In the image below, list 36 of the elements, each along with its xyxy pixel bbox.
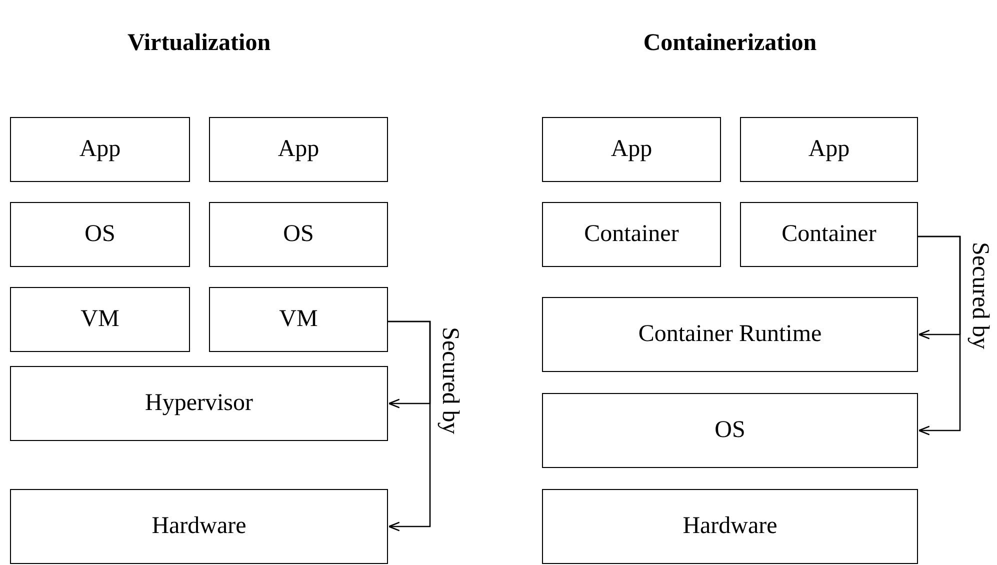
- layer-box: [542, 297, 918, 372]
- layer-box: [542, 393, 918, 468]
- layer-box: [10, 117, 190, 182]
- layer-label: Container: [584, 221, 679, 248]
- layer-box: [740, 117, 918, 182]
- edge-label: Secured by: [966, 242, 993, 349]
- layer-label: VM: [80, 306, 120, 333]
- layer-label: OS: [714, 417, 746, 444]
- layer-box: [740, 202, 918, 267]
- layer-box: [209, 202, 388, 267]
- layer-box: [10, 287, 190, 352]
- layer-label: App: [278, 136, 320, 163]
- layer-label: App: [79, 136, 121, 163]
- arrow: [388, 320, 431, 532]
- layer-box: [542, 202, 721, 267]
- layer-box: [209, 287, 388, 352]
- layer-label: VM: [279, 306, 318, 333]
- edge-label: Secured by: [436, 326, 463, 434]
- layer-box: [10, 202, 190, 267]
- layer-box: [542, 117, 721, 182]
- layer-box: [10, 366, 388, 441]
- layer-label: OS: [84, 221, 116, 248]
- arrow: [918, 236, 961, 436]
- layer-box: [542, 489, 918, 564]
- layer-label: Hypervisor: [145, 390, 253, 417]
- layer-label: Hardware: [152, 513, 246, 540]
- layer-label: OS: [283, 221, 314, 248]
- column-heading: Containerization: [643, 30, 817, 57]
- layer-label: App: [808, 136, 850, 163]
- layer-label: Container Runtime: [638, 321, 822, 348]
- column-heading: Virtualization: [127, 30, 271, 57]
- layer-label: App: [610, 136, 652, 163]
- layer-box: [10, 489, 388, 564]
- layer-label: Container: [782, 221, 876, 248]
- layer-box: [209, 117, 388, 182]
- layer-label: Hardware: [682, 513, 778, 540]
